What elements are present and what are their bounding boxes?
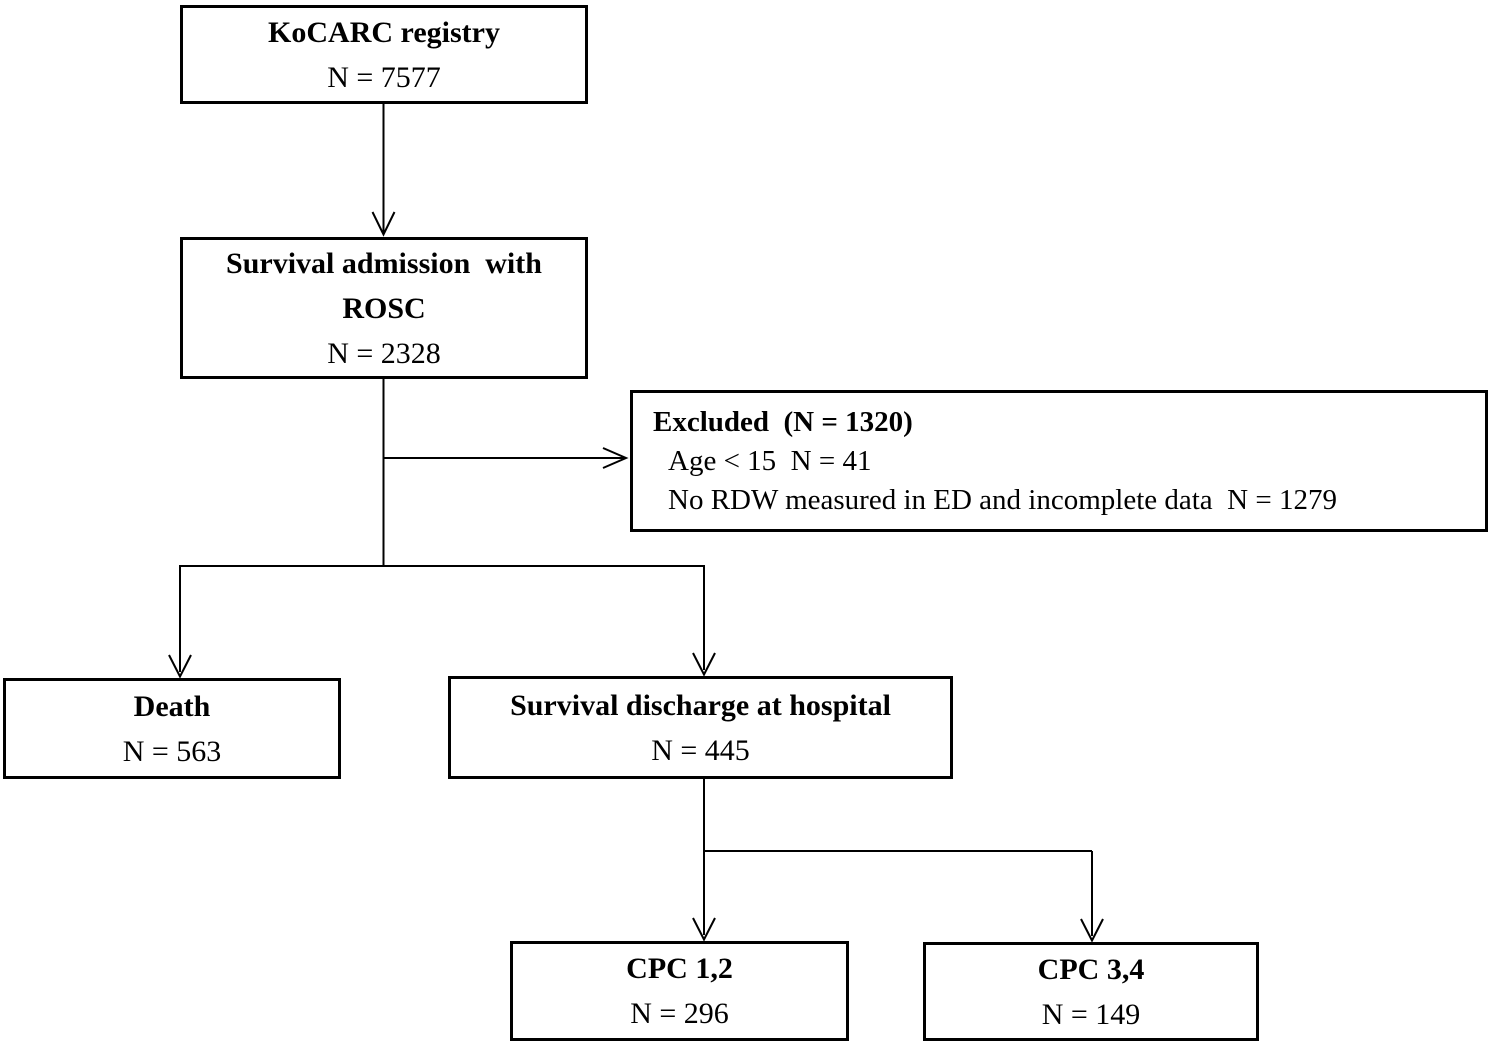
arrow-to-discharge: [692, 565, 716, 677]
arrow-discharge-to-cpc12: [692, 779, 716, 942]
cpc-3-4-title: CPC 3,4: [1037, 952, 1145, 986]
survival-discharge-title: Survival discharge at hospital: [510, 688, 891, 722]
box-cpc-1-2: CPC 1,2 N = 296: [510, 941, 849, 1041]
survival-discharge-count: N = 445: [651, 733, 750, 767]
death-title: Death: [133, 689, 211, 723]
survival-admission-count: N = 2328: [327, 336, 441, 370]
box-survival-discharge: Survival discharge at hospital N = 445: [448, 676, 953, 779]
box-cpc-3-4: CPC 3,4 N = 149: [923, 942, 1259, 1041]
kocarc-registry-title: KoCARC registry: [268, 15, 500, 49]
death-count: N = 563: [122, 734, 222, 768]
cpc-1-2-count: N = 296: [630, 997, 729, 1030]
excluded-item-rdw: No RDW measured in ED and incomplete dat…: [668, 483, 1337, 516]
survival-admission-title-line2: ROSC: [342, 291, 426, 325]
cpc-1-2-title: CPC 1,2: [626, 952, 733, 985]
arrow-to-excluded: [383, 447, 629, 469]
excluded-item-age: Age < 15 N = 41: [668, 444, 872, 477]
cpc-3-4-count: N = 149: [1041, 997, 1141, 1031]
box-excluded: Excluded (N = 1320) Age < 15 N = 41 No R…: [630, 390, 1488, 532]
box-survival-admission: Survival admission with ROSC N = 2328: [180, 237, 588, 379]
box-kocarc-registry: KoCARC registry N = 7577: [180, 5, 588, 104]
excluded-title: Excluded (N = 1320): [653, 405, 913, 438]
box-death: Death N = 563: [3, 678, 341, 779]
survival-admission-title-line1: Survival admission with: [226, 246, 542, 280]
arrow-to-cpc34: [1080, 851, 1104, 943]
arrow-registry-to-admission: [371, 103, 396, 237]
kocarc-registry-count: N = 7577: [327, 60, 441, 94]
arrow-to-death: [168, 565, 192, 679]
